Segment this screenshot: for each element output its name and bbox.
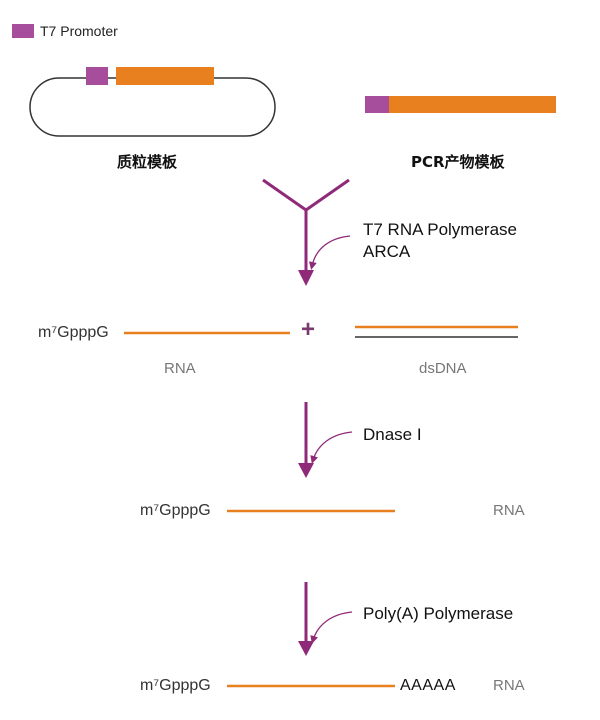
pcr-promoter bbox=[365, 96, 389, 113]
step3-arrow-head bbox=[298, 641, 314, 656]
step2-arrow-head bbox=[298, 463, 314, 478]
row2-cap-label: m⁷GpppG bbox=[140, 502, 211, 519]
row3-polya-tail: AAAAA bbox=[400, 677, 456, 694]
legend-label: T7 Promoter bbox=[40, 23, 118, 39]
row1-cap-label: m⁷GpppG bbox=[38, 324, 109, 341]
step2-curved-pointer bbox=[310, 431, 353, 464]
step1-enzymes: T7 RNA Polymerase ARCA bbox=[363, 219, 517, 263]
row2-rna-label: RNA bbox=[493, 502, 525, 519]
plasmid-template-label: 质粒模板 bbox=[117, 153, 178, 171]
step2-enzyme-line: Dnase I bbox=[363, 425, 422, 444]
step1-curved-pointer bbox=[308, 235, 351, 270]
pcr-template-label: PCR产物模板 bbox=[411, 153, 505, 171]
row3-cap-label: m⁷GpppG bbox=[140, 677, 211, 694]
plasmid-promoter bbox=[86, 67, 108, 85]
row1-dsdna-label: dsDNA bbox=[419, 360, 467, 377]
legend-promoter-swatch bbox=[12, 24, 34, 38]
funnel-left-line bbox=[262, 178, 307, 212]
pcr-gene bbox=[389, 96, 556, 113]
row1-plus-sign: + bbox=[301, 316, 316, 343]
plasmid-backbone bbox=[29, 77, 276, 137]
step3-enzyme-line: Poly(A) Polymerase bbox=[363, 604, 514, 623]
plasmid-gene-insert bbox=[116, 67, 214, 85]
step1-enzyme-line: T7 RNA Polymerase bbox=[363, 220, 517, 239]
funnel-right-line bbox=[305, 178, 350, 212]
step3-enzymes: Poly(A) Polymerase bbox=[363, 603, 513, 625]
step2-enzymes: Dnase I bbox=[363, 424, 422, 446]
step1-enzyme-line: ARCA bbox=[363, 242, 411, 261]
step3-curved-pointer bbox=[310, 611, 353, 644]
row3-rna-label: RNA bbox=[493, 677, 525, 694]
row1-rna-label: RNA bbox=[164, 360, 196, 377]
step1-arrow-head bbox=[298, 270, 314, 286]
